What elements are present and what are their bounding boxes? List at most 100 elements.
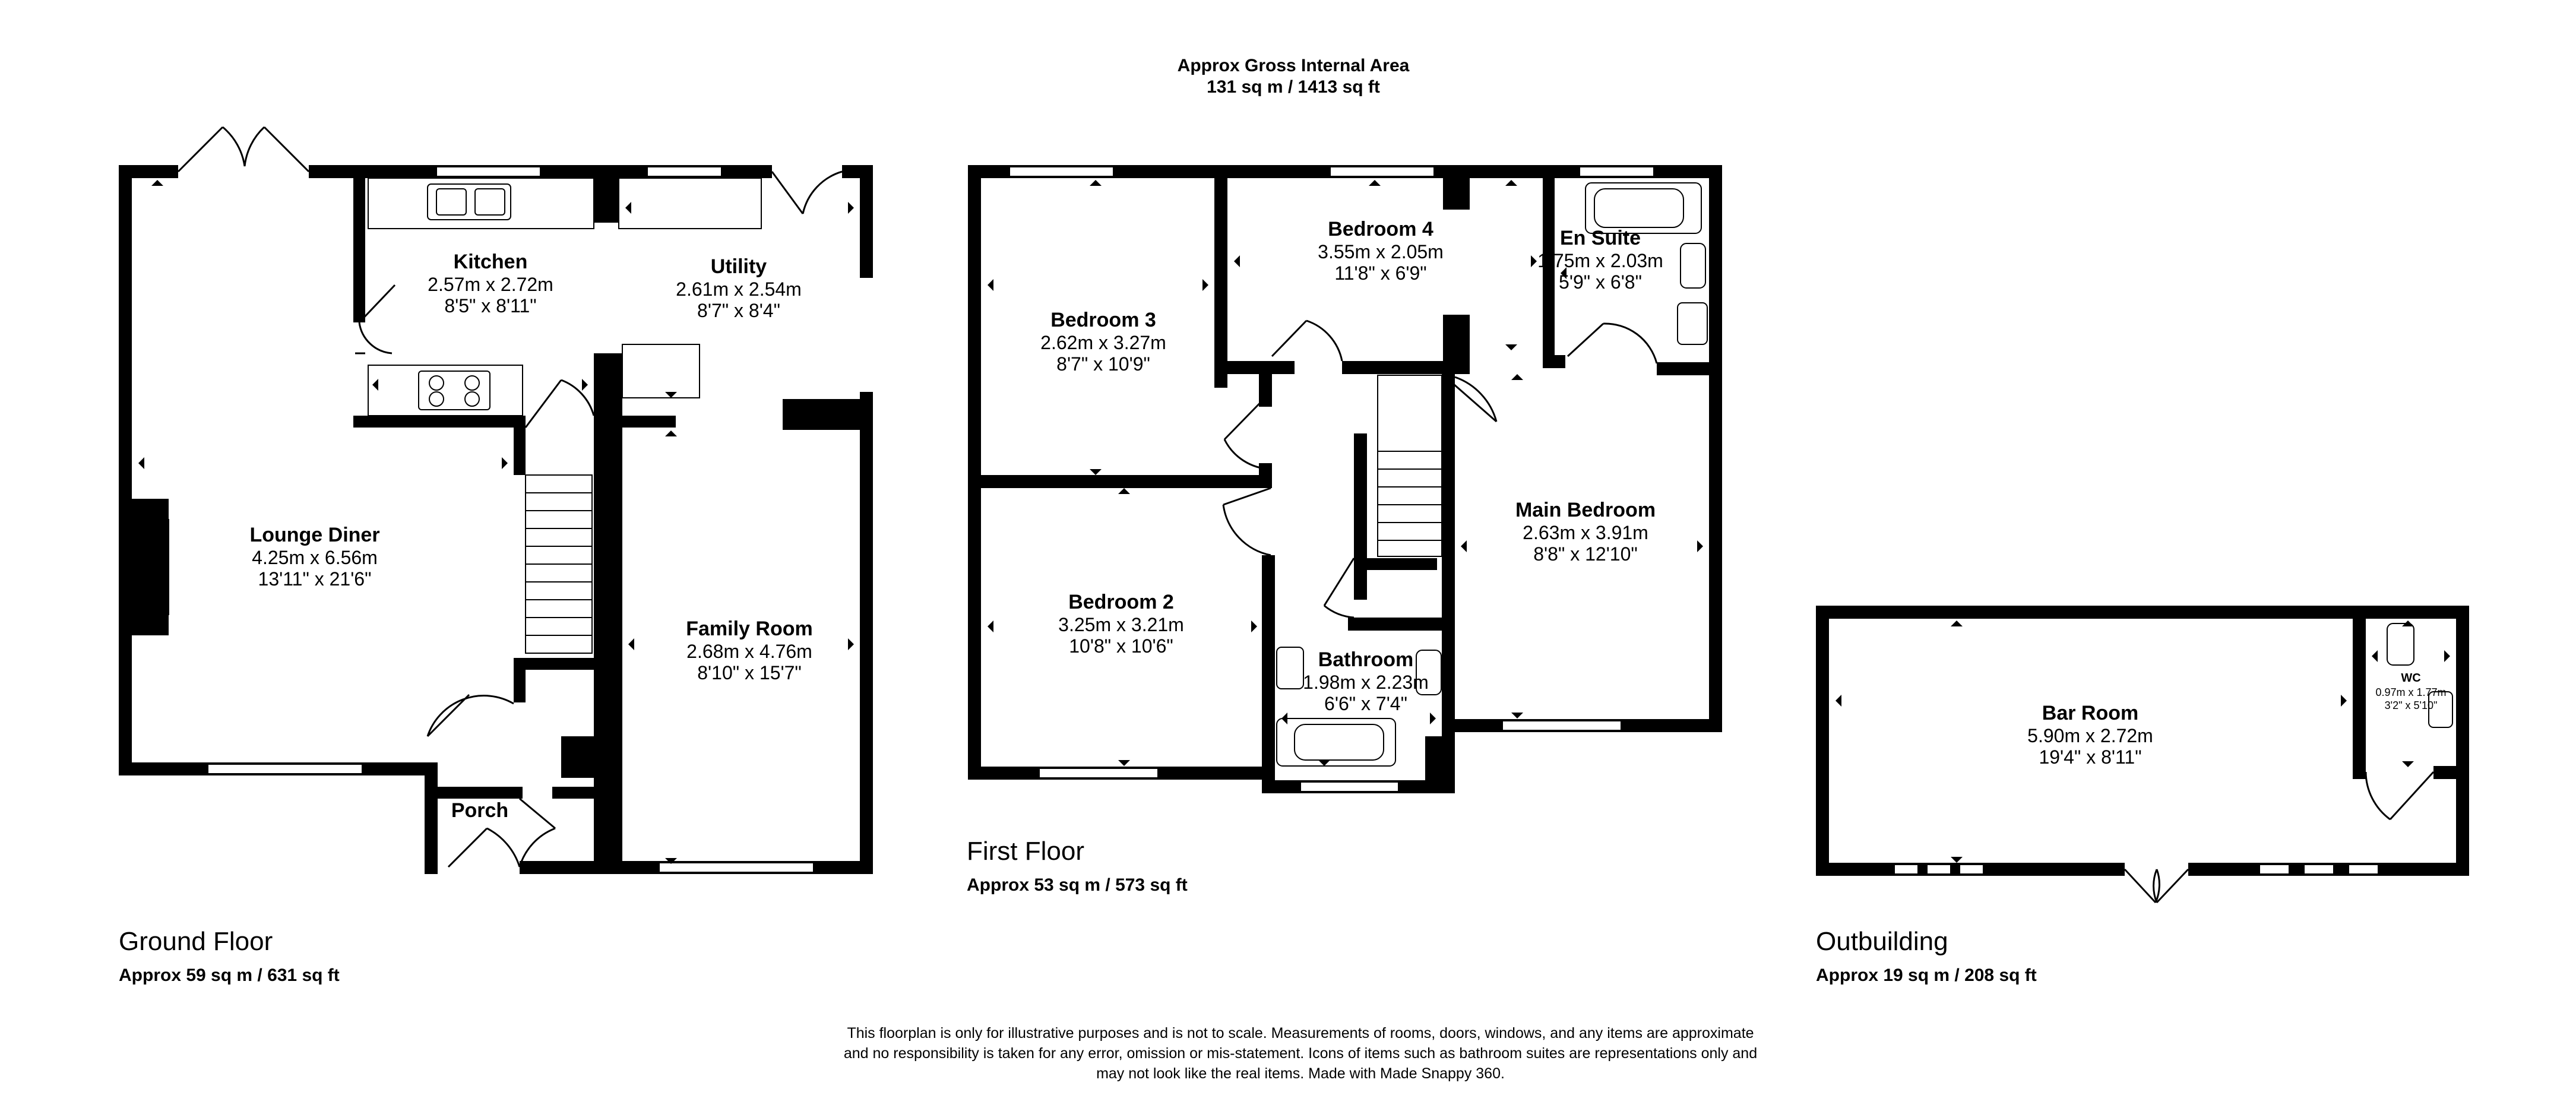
gross-area-title: Approx Gross Internal Area: [1178, 56, 1410, 75]
bedroom4-imperial: 11'8" x 6'9": [1334, 262, 1426, 284]
window: [1300, 781, 1399, 792]
wall: [119, 165, 178, 178]
door: [1222, 487, 1271, 556]
hob-ring: [464, 375, 480, 391]
wall: [1259, 463, 1272, 488]
door: [2365, 771, 2435, 821]
basin-icon: [2428, 691, 2453, 728]
wall: [1543, 355, 1565, 368]
bedroom2-metric: 3.25m x 3.21m: [1058, 614, 1184, 635]
dimension-arrow: [2444, 650, 2450, 662]
bathroom-imperial: 6'6" x 7'4": [1324, 693, 1407, 714]
disclaimer-line-3: may not look like the real items. Made w…: [1096, 1065, 1505, 1082]
window: [2348, 864, 2379, 875]
wall: [1443, 165, 1470, 210]
wall: [514, 416, 526, 475]
window: [1330, 166, 1435, 177]
sink-bowl: [436, 188, 467, 216]
dimension-arrow: [1430, 713, 1436, 724]
dimension-arrow: [988, 621, 993, 632]
dimension-arrow: [372, 379, 378, 391]
door: [447, 827, 521, 868]
fireplace: [132, 499, 169, 635]
wall: [968, 475, 1271, 488]
hob-ring: [429, 391, 444, 407]
dimension-arrow: [1281, 713, 1287, 724]
main-bedroom-name: Main Bedroom: [1515, 499, 1656, 521]
wall: [1348, 618, 1443, 631]
wall: [968, 165, 981, 780]
wall: [353, 416, 526, 428]
dimension-arrow: [1511, 713, 1523, 718]
wall: [1262, 555, 1275, 769]
kitchen-worktop: [368, 178, 594, 229]
ensuite-name: En Suite: [1560, 227, 1641, 249]
wall: [1816, 606, 2469, 619]
outbuilding-area: Approx 19 sq m / 208 sq ft: [1816, 965, 2037, 985]
wall: [1259, 374, 1272, 407]
window: [1579, 166, 1654, 177]
wall: [1214, 165, 1227, 388]
wall: [1366, 558, 1437, 570]
door: [1323, 558, 1355, 619]
bar-room-imperial: 19'4" x 8'11": [2039, 746, 2141, 768]
utility-name: Utility: [711, 255, 767, 278]
bedroom4-name: Bedroom 4: [1328, 218, 1433, 240]
first-floor-name: First Floor: [967, 837, 1084, 866]
window: [2303, 864, 2334, 875]
bedroom3-name: Bedroom 3: [1050, 309, 1156, 331]
dimension-arrow: [665, 858, 677, 864]
bedroom2-imperial: 10'8" x 10'6": [1069, 635, 1173, 657]
ground-floor-plan: Kitchen 2.57m x 2.72m 8'5" x 8'11" Utili…: [119, 126, 873, 985]
dimension-arrow: [1836, 695, 1841, 707]
dimension-arrow: [1505, 180, 1517, 186]
bar-room-metric: 5.90m x 2.72m: [2027, 725, 2153, 746]
dimension-arrow: [1118, 488, 1130, 494]
kitchen-imperial: 8'5" x 8'11": [444, 295, 536, 316]
kitchen-metric: 2.57m x 2.72m: [428, 274, 553, 295]
door: [1223, 391, 1272, 470]
dimension-arrow: [1697, 540, 1703, 552]
lounge-metric: 4.25m x 6.56m: [252, 547, 378, 568]
wall: [1709, 165, 1722, 732]
kitchen-name: Kitchen: [454, 251, 528, 273]
dimension-arrow: [1118, 760, 1130, 766]
dimension-arrow: [582, 379, 588, 391]
dimension-arrow: [1202, 279, 1208, 291]
window: [2259, 864, 2290, 875]
dimension-arrow: [988, 279, 993, 291]
utility-imperial: 8'7" x 8'4": [697, 300, 780, 321]
outbuilding-plan: Bar Room 5.90m x 2.72m 19'4" x 8'11" WC …: [1816, 606, 2469, 985]
wall: [1214, 361, 1295, 374]
wc-name: WC: [2401, 672, 2420, 685]
dimension-arrow: [2402, 621, 2414, 626]
french-doors: [2124, 868, 2189, 904]
dimension-arrow: [2341, 695, 2347, 707]
basin-icon: [1677, 302, 1708, 345]
first-floor-plan: Bedroom 3 2.62m x 3.27m 8'7" x 10'9" Bed…: [967, 165, 1722, 895]
dimension-arrow: [1251, 621, 1257, 632]
wall: [119, 165, 132, 775]
dimension-arrow: [1234, 255, 1240, 267]
dimension-arrow: [1531, 255, 1537, 267]
dimension-arrow: [138, 457, 144, 469]
dimension-arrow: [2402, 761, 2414, 767]
wall: [1442, 374, 1455, 790]
kitchen-worktop: [368, 365, 523, 416]
bath-icon: [1585, 182, 1702, 234]
dimension-arrow: [1090, 469, 1102, 475]
toilet-icon: [1416, 650, 1442, 695]
dimension-arrow: [1461, 540, 1467, 552]
outbuilding-name: Outbuilding: [1816, 927, 1948, 956]
ground-floor-name: Ground Floor: [119, 927, 273, 956]
dimension-arrow: [1511, 374, 1523, 380]
dimension-arrow: [2372, 650, 2378, 662]
dimension-arrow: [625, 202, 631, 214]
dimension-arrow: [848, 638, 854, 650]
fireplace-hearth: [160, 519, 169, 615]
dimension-arrow: [665, 430, 677, 436]
ensuite-imperial: 5'9" x 6'8": [1559, 271, 1642, 293]
dimension-arrow: [1951, 621, 1963, 626]
wall: [2353, 619, 2366, 779]
